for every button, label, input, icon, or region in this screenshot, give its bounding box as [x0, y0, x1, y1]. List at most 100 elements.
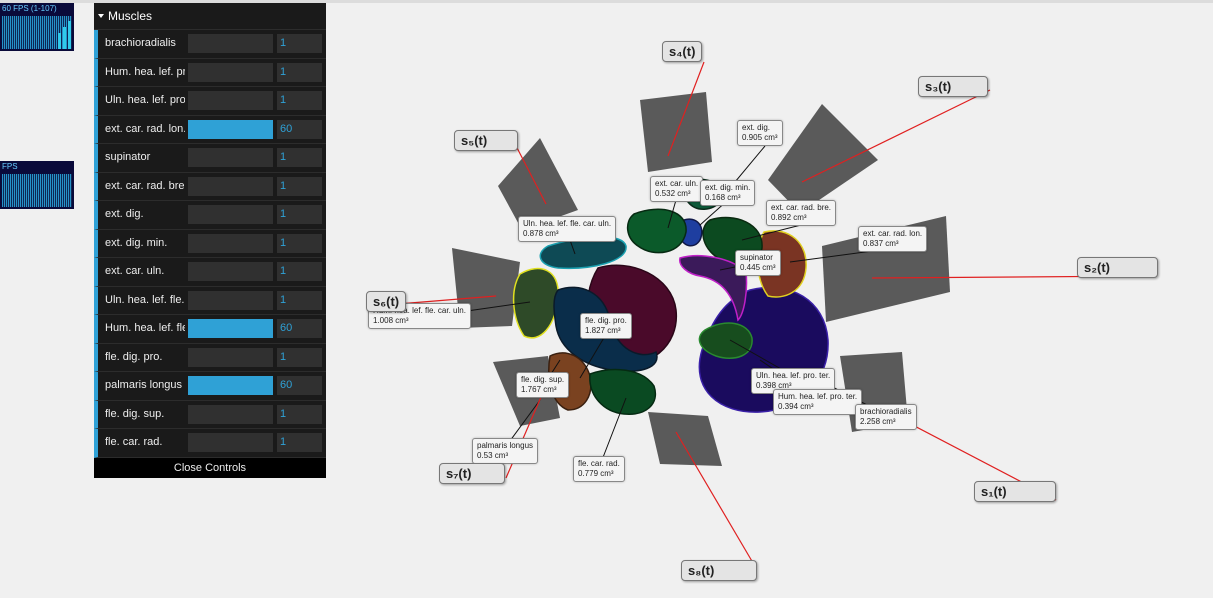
sensor-label-s6[interactable]: s₆(t) [366, 291, 407, 312]
sensor-patch-5 [498, 138, 578, 230]
slider-label: Uln. hea. lef. pro. [105, 94, 185, 106]
slider-track[interactable] [188, 205, 273, 224]
fps-label-secondary: FPS [2, 162, 18, 171]
slider-label: fle. car. rad. [105, 436, 163, 448]
muscle-supinator [679, 254, 748, 322]
muscle-label: Hum. hea. lef. pro. ter.0.394 cm³ [773, 389, 863, 415]
sensor-label-s1[interactable]: s₁(t) [974, 481, 1056, 502]
sensor-label-s7[interactable]: s₇(t) [439, 463, 505, 484]
slider-label: palmaris longus [105, 379, 183, 391]
sensor-label-s5[interactable]: s₅(t) [454, 130, 518, 151]
slider-value-input[interactable]: 60 [277, 119, 322, 139]
muscle-label: fle. dig. pro.1.827 cm³ [580, 313, 632, 339]
top-border [0, 0, 1213, 3]
slider-label: ext. car. uln. [105, 265, 165, 277]
sensor-label-s4[interactable]: s₄(t) [662, 41, 703, 62]
slider-value-input[interactable]: 1 [277, 233, 322, 253]
slider-row[interactable]: ext. dig. 1 [94, 201, 326, 230]
slider-label: fle. dig. sup. [105, 407, 165, 420]
slider-fill [188, 119, 273, 139]
slider-label: ext. car. rad. lon. [105, 122, 185, 135]
slider-track[interactable] [188, 404, 273, 424]
slider-label: Uln. hea. lef. fle. [105, 293, 185, 306]
sensor-patch-8 [648, 412, 722, 466]
slider-row[interactable]: ext. dig. min.1 [94, 229, 326, 258]
slider-row[interactable]: brachioradialis 1 [94, 30, 326, 59]
ms-meter[interactable]: FPS [0, 161, 74, 209]
slider-label: Hum. hea. lef. fle. [105, 322, 185, 334]
slider-value-input[interactable]: 1 [277, 205, 322, 224]
slider-value-input[interactable]: 1 [277, 176, 322, 196]
muscle-label: fle. dig. sup.1.767 cm³ [516, 372, 570, 398]
slider-row[interactable]: Uln. hea. lef. pro. 1 [94, 87, 326, 116]
slider-track[interactable] [188, 233, 273, 253]
slider-row[interactable]: supinator 1 [94, 144, 326, 173]
slider-value-input[interactable]: 1 [277, 34, 322, 53]
slider-row[interactable]: fle. dig. pro. 1 [94, 343, 326, 372]
slider-track[interactable] [188, 34, 273, 53]
muscle-ext-car-uln [626, 208, 687, 254]
slider-track[interactable] [188, 148, 273, 167]
slider-row[interactable]: fle. car. rad. 1 [94, 429, 326, 458]
slider-row[interactable]: Uln. hea. lef. fle. 1 [94, 286, 326, 315]
slider-value-input[interactable]: 1 [277, 290, 322, 310]
sensor-patch-3 [768, 104, 878, 213]
slider-value-input[interactable]: 60 [277, 319, 322, 338]
slider-label: brachioradialis [105, 37, 176, 49]
slider-track[interactable] [188, 347, 273, 367]
muscle-label: ext. dig. min.0.168 cm³ [700, 180, 756, 206]
slider-value-input[interactable]: 1 [277, 91, 322, 110]
fps-label: 60 FPS (1-107) [2, 4, 57, 13]
slider-value-input[interactable]: 60 [277, 376, 322, 395]
slider-track[interactable] [188, 62, 273, 82]
slider-track[interactable] [188, 319, 273, 338]
muscle-label: ext. car. rad. lon.0.837 cm³ [858, 226, 928, 252]
close-controls-button[interactable]: Close Controls [94, 457, 326, 478]
slider-row[interactable]: ext. car. rad. bre. 1 [94, 172, 326, 201]
muscle-label: ext. car. rad. bre.0.892 cm³ [766, 200, 837, 226]
slider-value-input[interactable]: 1 [277, 347, 322, 367]
slider-row[interactable]: ext. car. uln. 1 [94, 258, 326, 287]
muscle-label: ext. dig.0.905 cm³ [737, 120, 783, 146]
slider-track[interactable] [188, 91, 273, 110]
muscle-fle-car-rad [589, 368, 657, 415]
sensor-patch-4 [640, 92, 712, 172]
slider-label: ext. dig. [105, 208, 144, 220]
slider-track[interactable] [188, 290, 273, 310]
slider-value-input[interactable]: 1 [277, 262, 322, 281]
fps-graph [2, 16, 72, 49]
slider-value-input[interactable]: 1 [277, 433, 322, 452]
sensor-label-s8[interactable]: s₈(t) [681, 560, 757, 581]
muscle-label: Uln. hea. lef. fle. car. uln.0.878 cm³ [518, 216, 617, 242]
slider-value-input[interactable]: 1 [277, 404, 322, 424]
slider-row[interactable]: Hum. hea. lef. fle. 60 [94, 315, 326, 344]
muscle-label: fle. car. rad.0.779 cm³ [573, 456, 625, 482]
slider-fill [188, 319, 273, 338]
fps-meter[interactable]: 60 FPS (1-107) [0, 3, 74, 51]
slider-track[interactable] [188, 119, 273, 139]
slider-row[interactable]: palmaris longus 60 [94, 372, 326, 401]
slider-track[interactable] [188, 376, 273, 395]
slider-label: fle. dig. pro. [105, 350, 163, 363]
slider-label: ext. car. rad. bre. [105, 179, 185, 192]
sensor-label-s3[interactable]: s₃(t) [918, 76, 988, 97]
slider-value-input[interactable]: 1 [277, 148, 322, 167]
slider-track[interactable] [188, 433, 273, 452]
slider-value-input[interactable]: 1 [277, 62, 322, 82]
slider-row[interactable]: fle. dig. sup. 1 [94, 400, 326, 429]
ms-graph [2, 174, 72, 207]
muscle-label: ext. car. uln.0.532 cm³ [650, 176, 704, 202]
slider-label: supinator [105, 151, 151, 163]
slider-track[interactable] [188, 176, 273, 196]
muscle-label: Hum. hea. lef. fle. car. uln.1.008 cm³ [368, 303, 471, 329]
slider-track[interactable] [188, 262, 273, 281]
slider-row[interactable]: ext. car. rad. lon. 60 [94, 115, 326, 144]
sensor-label-s2[interactable]: s₂(t) [1077, 257, 1158, 278]
folder-muscles[interactable]: Muscles [94, 3, 326, 30]
